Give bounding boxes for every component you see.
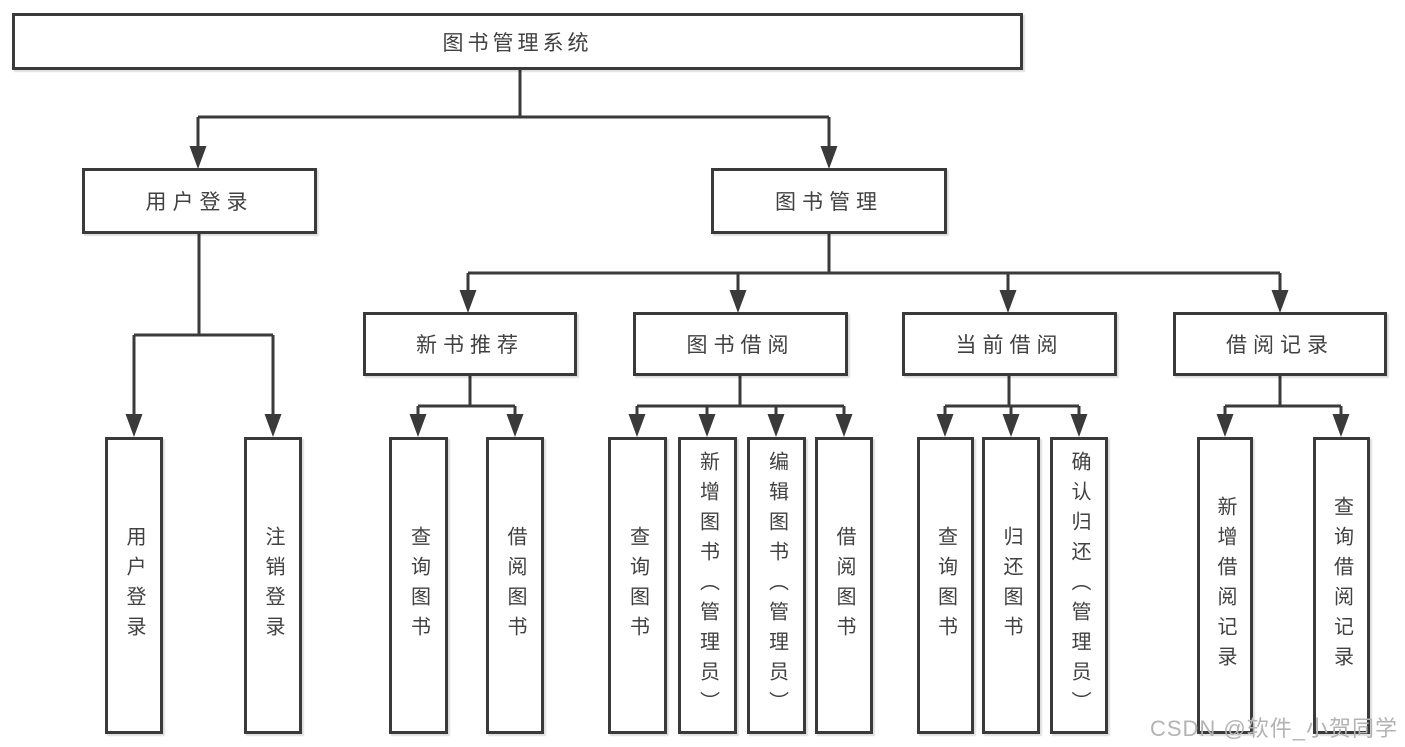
leaf-borrow-books: 借阅图书: [486, 437, 544, 734]
leaf-return-books: 归还图书: [982, 437, 1040, 734]
book-borrow-label: 图书借阅: [686, 334, 795, 357]
leaf-edit-book-admin: 编辑图书（管理员）: [747, 437, 806, 734]
leaf-query-books-label: 查询图书: [626, 525, 649, 646]
leaf-add-book-admin: 新增图书（管理员）: [678, 437, 737, 734]
book-borrow-box: 图书借阅: [633, 312, 848, 376]
leaf-query-books: 查询图书: [917, 437, 974, 734]
leaf-confirm-return-admin-label: 确认归还（管理员）: [1068, 450, 1090, 721]
leaf-edit-book-admin-label: 编辑图书（管理员）: [765, 450, 788, 721]
leaf-borrow-books-label: 借阅图书: [833, 525, 855, 646]
leaf-logout: 注销登录: [244, 437, 302, 734]
current-borrow-box: 当前借阅: [902, 312, 1117, 376]
leaf-query-books-label: 查询图书: [934, 525, 957, 646]
connector-borrow-records: [1216, 376, 1350, 437]
leaf-query-borrow-record: 查询借阅记录: [1313, 437, 1370, 734]
new-book-recommend-label: 新书推荐: [416, 334, 524, 357]
leaf-logout-label: 注销登录: [262, 525, 284, 646]
leaf-query-borrow-record-label: 查询借阅记录: [1330, 495, 1353, 676]
leaf-return-books-label: 归还图书: [1000, 525, 1022, 646]
leaf-user-login-label: 用户登录: [123, 525, 145, 646]
connector-new-book-recommend: [409, 376, 524, 437]
borrow-records-box: 借阅记录: [1173, 312, 1387, 376]
borrow-records-label: 借阅记录: [1226, 334, 1334, 357]
leaf-add-borrow-record-label: 新增借阅记录: [1214, 495, 1236, 676]
leaf-query-books: 查询图书: [608, 437, 667, 734]
connector-current-borrow: [936, 376, 1088, 437]
connector-user-login: [125, 234, 282, 437]
leaf-borrow-books: 借阅图书: [815, 437, 873, 734]
leaf-query-books: 查询图书: [389, 437, 448, 734]
connector-book-management: [459, 234, 1289, 313]
connector-root: [189, 70, 838, 169]
user-login-box: 用户登录: [82, 168, 317, 234]
leaf-user-login: 用户登录: [105, 437, 163, 734]
book-management-box: 图书管理: [711, 168, 947, 234]
book-management-label: 图书管理: [775, 191, 883, 214]
leaf-add-book-admin-label: 新增图书（管理员）: [696, 450, 719, 721]
user-login-label: 用户登录: [145, 191, 254, 214]
connector-book-borrow: [628, 376, 853, 437]
new-book-recommend-box: 新书推荐: [363, 312, 577, 376]
leaf-add-borrow-record: 新增借阅记录: [1197, 437, 1253, 734]
csdn-watermark: CSDN @软件_小贺同学: [1149, 716, 1398, 741]
current-borrow-label: 当前借阅: [955, 334, 1064, 357]
leaf-borrow-books-label: 借阅图书: [504, 525, 526, 646]
system-root-label: 图书管理系统: [442, 31, 593, 55]
leaf-query-books-label: 查询图书: [407, 525, 430, 646]
leaf-confirm-return-admin: 确认归还（管理员）: [1050, 437, 1108, 734]
system-root-box: 图书管理系统: [12, 13, 1023, 70]
